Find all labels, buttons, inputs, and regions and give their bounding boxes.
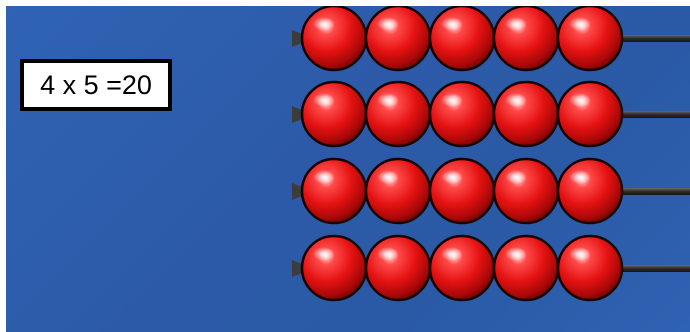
abacus-bead[interactable] [302, 236, 366, 300]
abacus-bead[interactable] [366, 6, 430, 70]
rod-end-cap [292, 106, 302, 123]
abacus-row [292, 159, 690, 223]
abacus-bead[interactable] [430, 236, 494, 300]
abacus-bead[interactable] [558, 159, 622, 223]
abacus-bead[interactable] [366, 82, 430, 146]
abacus [6, 6, 690, 332]
abacus-row [292, 6, 690, 70]
rod-end-cap [292, 260, 302, 277]
rod-end-cap [292, 30, 302, 47]
abacus-bead[interactable] [558, 6, 622, 70]
abacus-bead[interactable] [430, 159, 494, 223]
abacus-bead[interactable] [302, 82, 366, 146]
abacus-bead[interactable] [494, 6, 558, 70]
abacus-bead[interactable] [558, 82, 622, 146]
abacus-rows [292, 6, 690, 300]
rod-end-cap [292, 183, 302, 200]
abacus-bead[interactable] [366, 236, 430, 300]
game-stage: 4 x 5 =20 [6, 6, 690, 332]
abacus-bead[interactable] [430, 6, 494, 70]
abacus-bead[interactable] [366, 159, 430, 223]
abacus-bead[interactable] [302, 6, 366, 70]
abacus-bead[interactable] [430, 82, 494, 146]
abacus-bead[interactable] [494, 159, 558, 223]
abacus-bead[interactable] [494, 236, 558, 300]
abacus-bead[interactable] [558, 236, 622, 300]
abacus-bead[interactable] [494, 82, 558, 146]
abacus-row [292, 236, 690, 300]
abacus-row [292, 82, 690, 146]
abacus-bead[interactable] [302, 159, 366, 223]
